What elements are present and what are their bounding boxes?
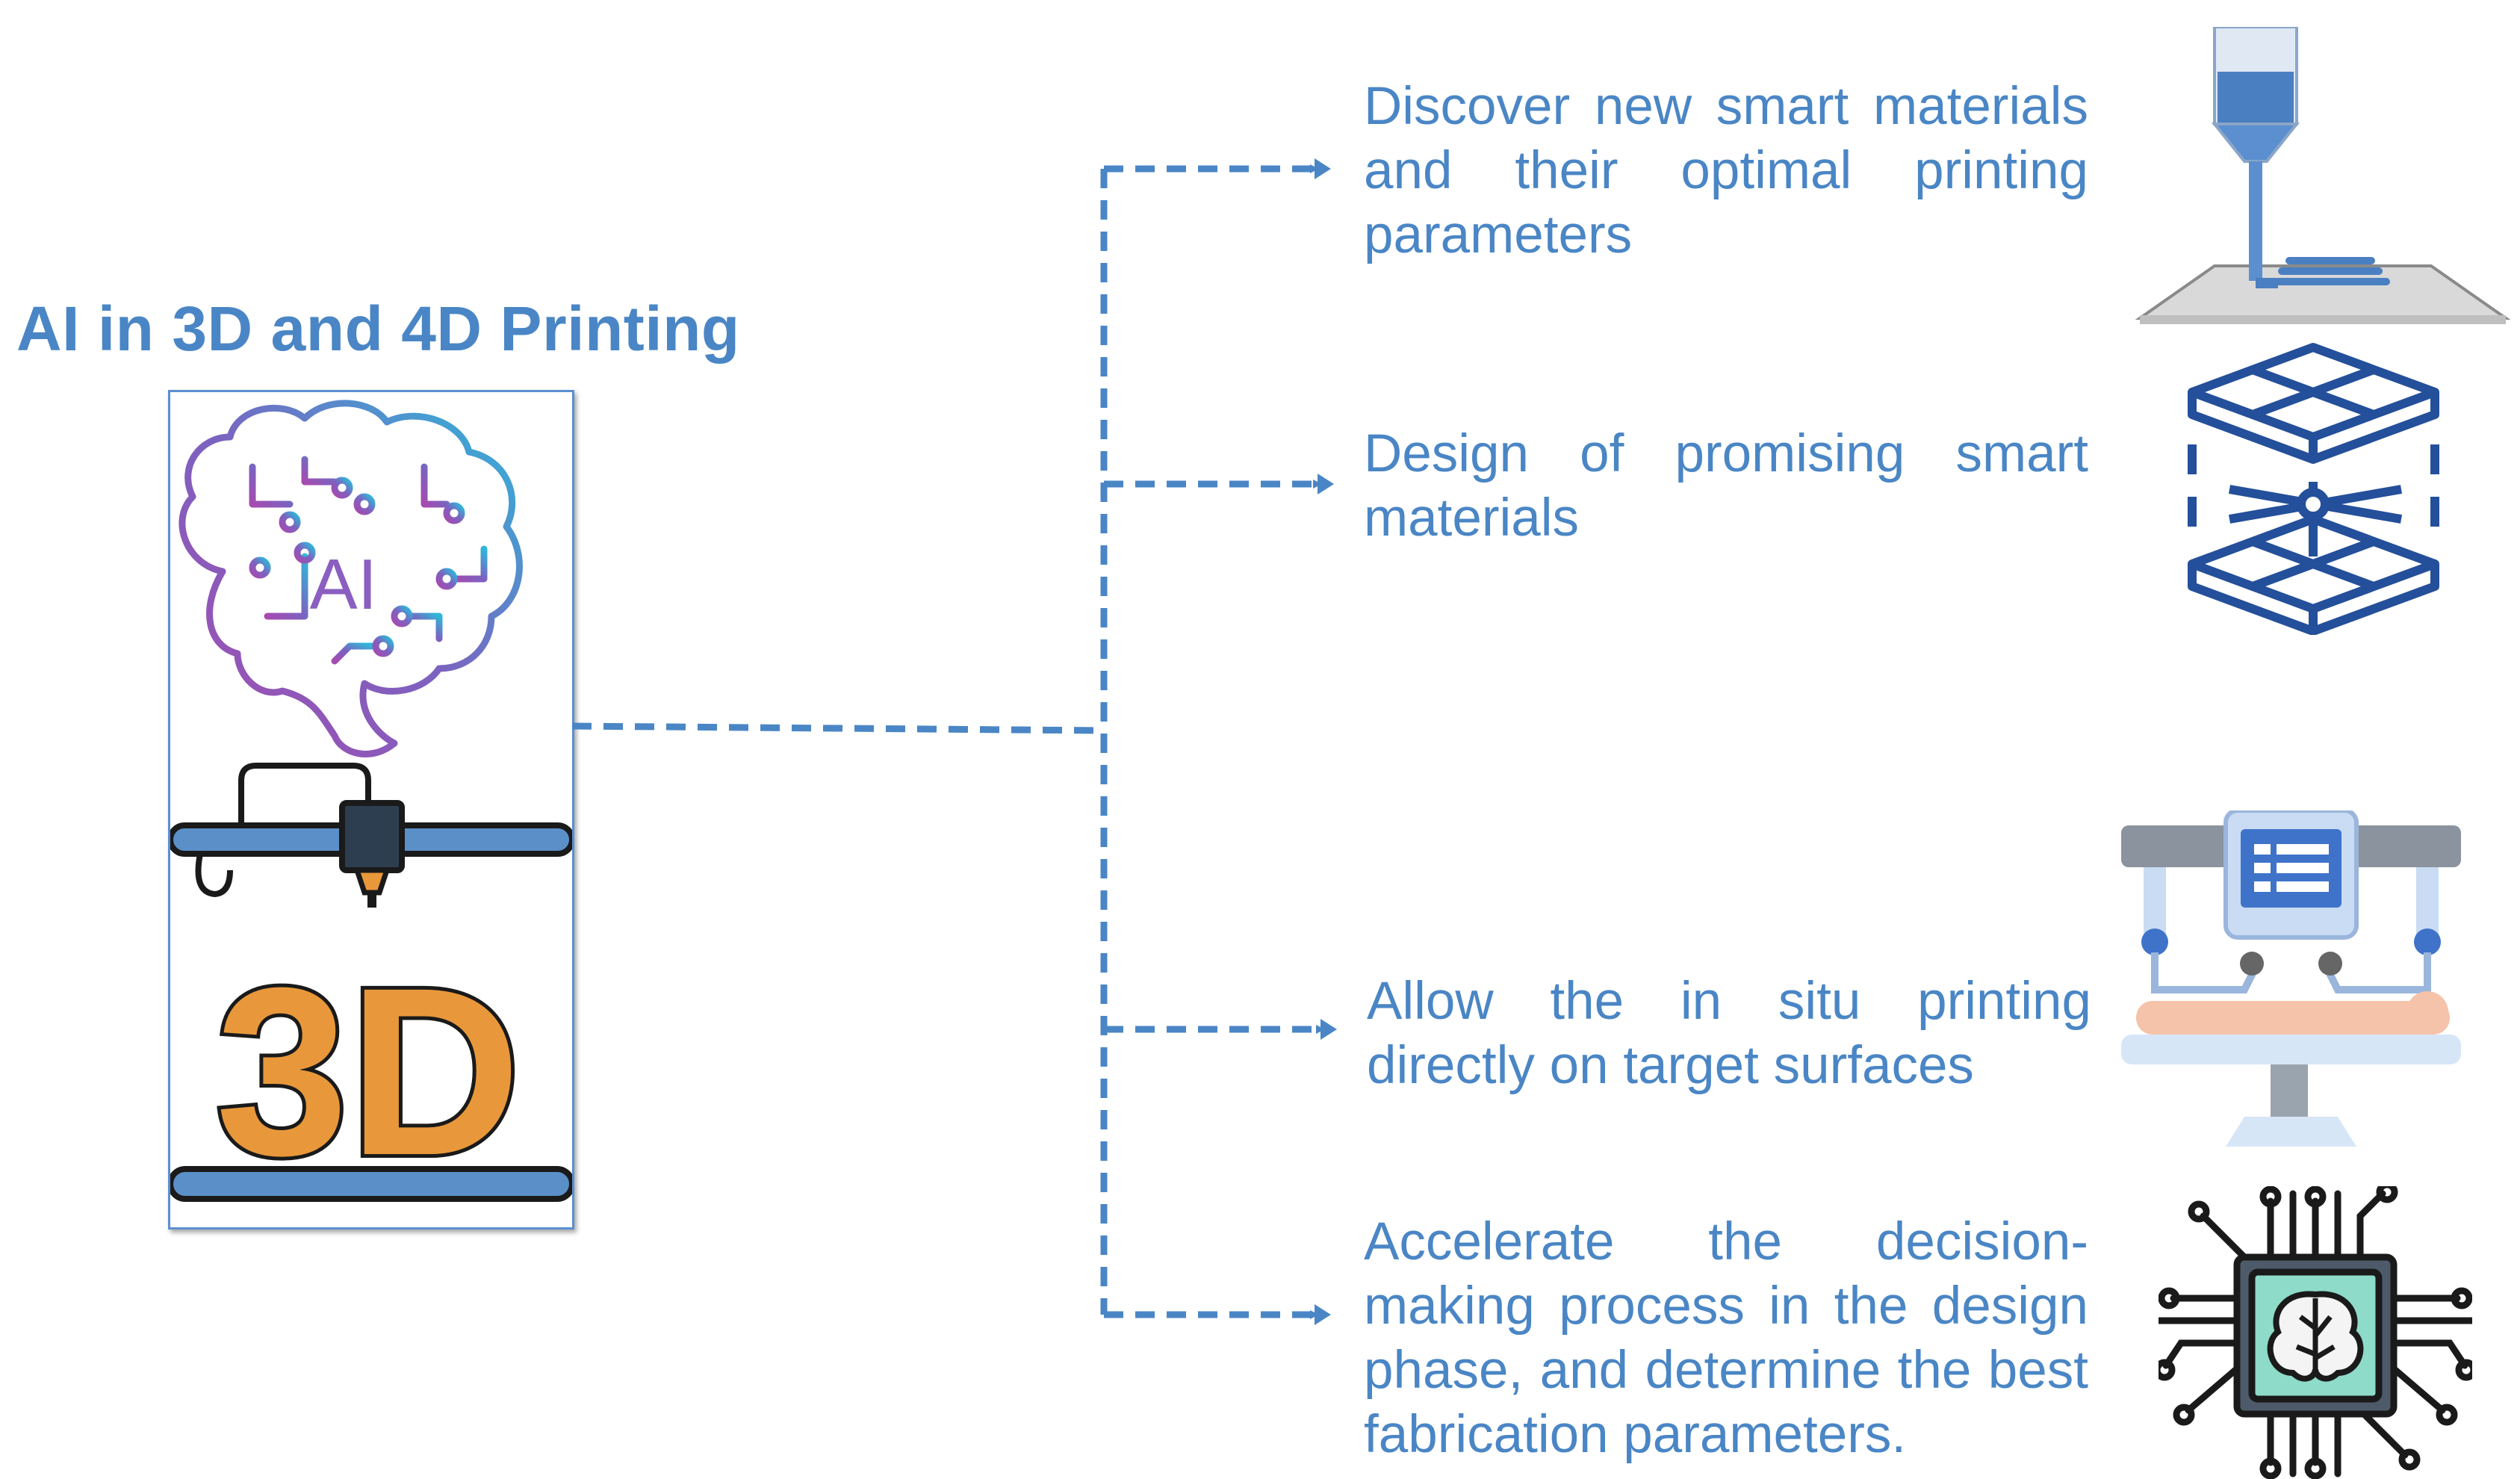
item-text-4: Accelerate the decision-making process i… — [1364, 1212, 2088, 1464]
item-text-2: Design of promising smart materials — [1364, 424, 2088, 548]
robotic-surgery-icon — [2121, 810, 2461, 1147]
ai-3d-printing-illustration: AI 3D — [168, 390, 574, 1230]
ai-chip-brain-icon — [2159, 1186, 2472, 1479]
ai-brain-icon — [179, 400, 523, 757]
3d-text-icon: 3D — [211, 934, 524, 1209]
extrusion-printer-icon — [2135, 27, 2511, 324]
3d-label: 3D — [215, 937, 521, 1205]
connector-main — [571, 722, 1105, 734]
3d-printer-gantry-icon — [170, 763, 572, 908]
print-bed-icon — [170, 1166, 572, 1202]
diagram-title: AI in 3D and 4D Printing — [16, 294, 740, 364]
3d-grid-cube-icon — [2188, 343, 2439, 635]
item-text-3: Allow the in situ printing directly on t… — [1367, 972, 2091, 1095]
ai-brain-label: AI — [310, 545, 378, 624]
item-text-1: Discover new smart materials and their o… — [1364, 77, 2088, 264]
